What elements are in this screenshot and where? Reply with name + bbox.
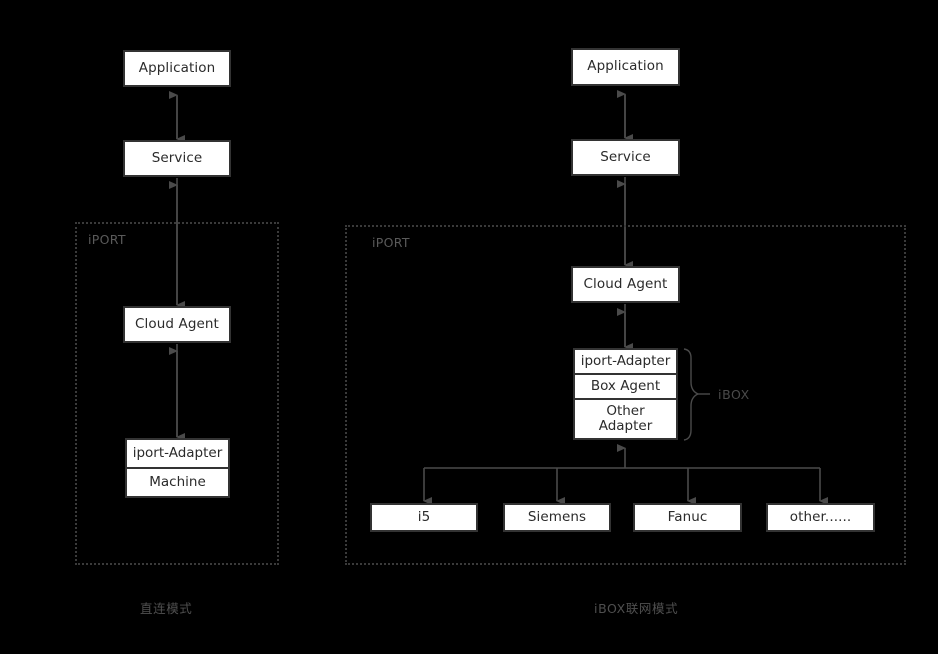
- node-left-machine[interactable]: Machine: [127, 467, 228, 496]
- caption-right-mode: iBOX联网模式: [594, 601, 679, 616]
- node-right-service[interactable]: Service: [571, 139, 680, 176]
- ibox-brace-label: iBOX: [718, 387, 750, 402]
- node-right-other-adapter[interactable]: Other Adapter: [575, 397, 676, 439]
- node-machine-i5[interactable]: i5: [370, 503, 478, 532]
- node-right-application[interactable]: Application: [571, 48, 680, 86]
- node-machine-siemens[interactable]: Siemens: [503, 503, 611, 532]
- node-left-cloud-agent[interactable]: Cloud Agent: [123, 306, 231, 343]
- group-iport-left-label: iPORT: [88, 232, 126, 247]
- node-machine-fanuc[interactable]: Fanuc: [633, 503, 742, 532]
- node-right-cloud-agent[interactable]: Cloud Agent: [571, 266, 680, 303]
- node-left-iport-adapter[interactable]: iport-Adapter: [127, 440, 228, 467]
- node-left-service[interactable]: Service: [123, 140, 231, 177]
- node-machine-other[interactable]: other......: [766, 503, 875, 532]
- group-iport-right: [345, 225, 906, 565]
- node-right-iport-adapter[interactable]: iport-Adapter: [575, 350, 676, 373]
- caption-left-mode: 直连模式: [140, 601, 193, 616]
- stack-left-adapter-machine: iport-Adapter Machine: [125, 438, 230, 498]
- group-iport-left: [75, 222, 279, 565]
- node-left-application[interactable]: Application: [123, 50, 231, 87]
- stack-ibox: iport-Adapter Box Agent Other Adapter: [573, 348, 678, 440]
- group-iport-right-label: iPORT: [372, 235, 410, 250]
- node-right-box-agent[interactable]: Box Agent: [575, 372, 676, 398]
